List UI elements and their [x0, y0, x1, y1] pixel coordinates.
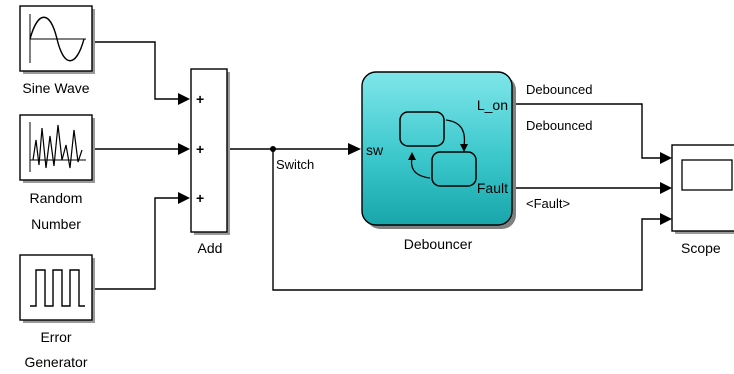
signal-label-switch[interactable]: Switch	[276, 157, 314, 172]
arrowhead	[660, 152, 672, 164]
random-number-label-line1: Random	[30, 190, 83, 206]
wire-switch-to-scope[interactable]	[272, 149, 660, 291]
signal-label-debounced-1[interactable]: Debounced	[526, 82, 593, 97]
add-port-plus-3: +	[196, 190, 204, 206]
wire-sine-to-add[interactable]	[95, 41, 178, 100]
arrowhead	[178, 93, 190, 105]
add-port-plus-1: +	[196, 91, 204, 107]
error-generator-label-line2: Generator	[24, 354, 87, 370]
arrowhead	[178, 143, 190, 155]
scope-label: Scope	[681, 240, 721, 256]
add-label: Add	[198, 240, 223, 256]
random-number-block[interactable]: Random Number	[19, 114, 95, 232]
debouncer-out-port-fault: Fault	[477, 180, 508, 196]
add-port-plus-2: +	[196, 141, 204, 157]
sine-wave-icon	[29, 14, 86, 63]
scope-screen-icon	[681, 159, 733, 191]
pulse-generator-icon	[30, 269, 85, 307]
signal-label-fault[interactable]: <Fault>	[526, 196, 570, 211]
arrowhead	[660, 182, 672, 194]
random-number-icon	[29, 122, 86, 172]
debouncer-out-port-lon: L_on	[477, 97, 508, 113]
signal-lines	[95, 41, 672, 291]
debouncer-in-port-sw: sw	[366, 142, 384, 158]
error-generator-block[interactable]: Error Generator	[19, 254, 95, 370]
sine-wave-block[interactable]: Sine Wave	[19, 5, 95, 96]
arrowhead	[178, 192, 190, 204]
arrowhead	[660, 213, 672, 225]
error-generator-label-line1: Error	[40, 329, 71, 345]
random-number-label-line2: Number	[31, 216, 81, 232]
signal-label-debounced-2[interactable]: Debounced	[526, 118, 593, 133]
debouncer-block[interactable]: sw L_on Fault Debouncer	[361, 71, 516, 252]
scope-block[interactable]: Scope	[671, 144, 734, 256]
wire-error-to-add[interactable]	[95, 197, 178, 290]
wire-lon-to-scope[interactable]	[513, 103, 660, 159]
signal-labels: Switch Debounced Debounced <Fault>	[276, 82, 593, 211]
stateflow-chart-icon	[399, 111, 477, 187]
debouncer-label: Debouncer	[404, 236, 473, 252]
sine-wave-label: Sine Wave	[22, 80, 89, 96]
add-block[interactable]: + + + Add	[190, 68, 230, 256]
arrowhead	[348, 143, 361, 155]
